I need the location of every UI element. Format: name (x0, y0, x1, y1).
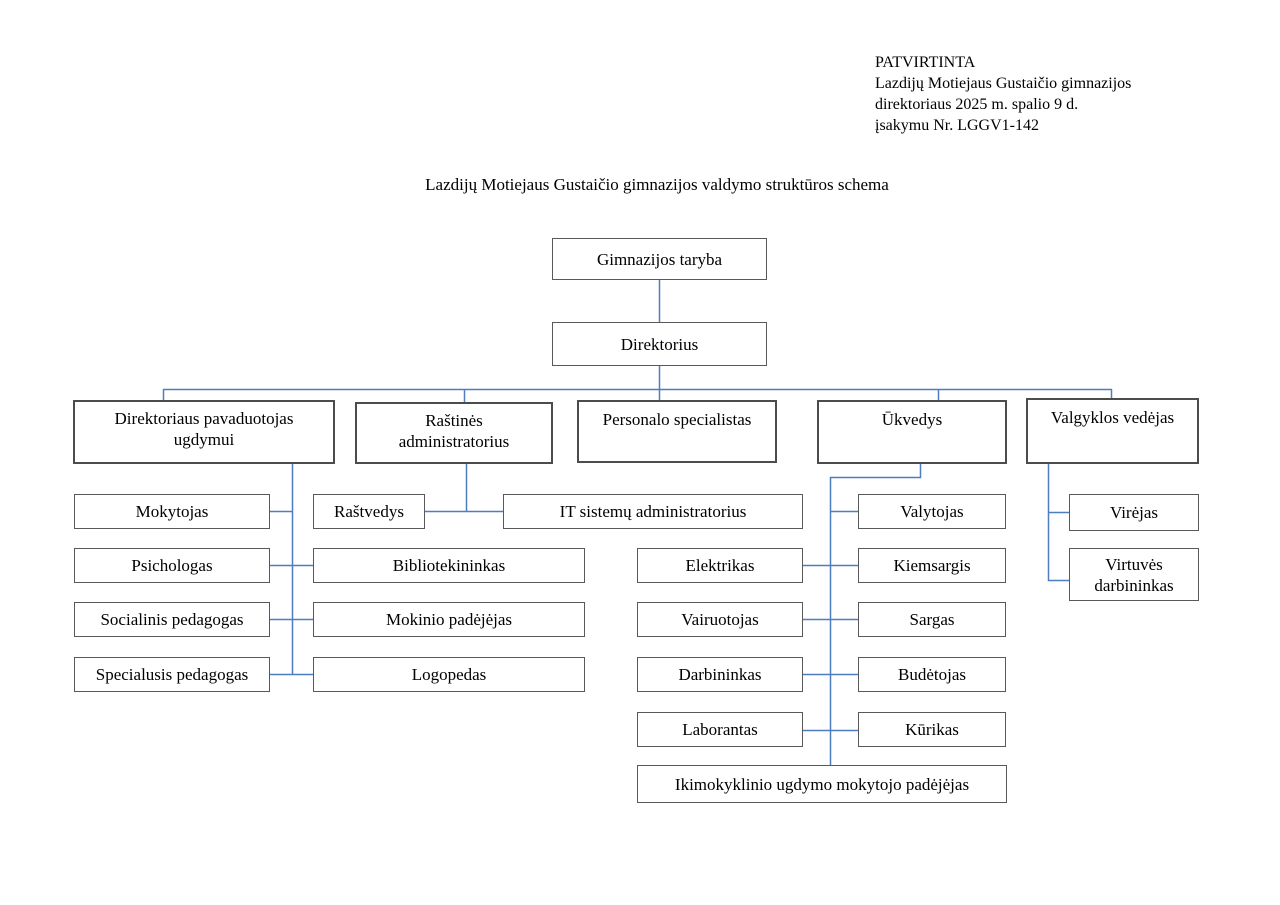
node-valgyklos-vedejas: Valgyklos vedėjas (1026, 398, 1199, 464)
diagram-title: Lazdijų Motiejaus Gustaičio gimnazijos v… (425, 175, 889, 194)
node-mokinio-padejejas: Mokinio padėjėjas (313, 602, 585, 637)
node-kurikas: Kūrikas (858, 712, 1006, 747)
node-ikimokyklinio-ugdymo-mokytojo-padejejas: Ikimokyklinio ugdymo mokytojo padėjėjas (637, 765, 1007, 803)
approval-block: PATVIRTINTA Lazdijų Motiejaus Gustaičio … (875, 52, 1131, 136)
node-logopedas: Logopedas (313, 657, 585, 692)
node-valytojas: Valytojas (858, 494, 1006, 529)
node-socialinis-pedagogas: Socialinis pedagogas (74, 602, 270, 637)
approval-line: Lazdijų Motiejaus Gustaičio gimnazijos (875, 75, 1132, 92)
node-bibliotekininkas: Bibliotekininkas (313, 548, 585, 583)
node-budetojas: Budėtojas (858, 657, 1006, 692)
node-rastvedys: Raštvedys (313, 494, 425, 529)
node-virtuves-darbininkas: Virtuvės darbininkas (1069, 548, 1199, 601)
node-personalo-specialistas: Personalo specialistas (577, 400, 777, 463)
node-darbininkas: Darbininkas (637, 657, 803, 692)
node-rastines-administratorius: Raštinės administratorius (355, 402, 553, 464)
node-mokytojas: Mokytojas (74, 494, 270, 529)
node-psichologas: Psichologas (74, 548, 270, 583)
node-kiemsargis: Kiemsargis (858, 548, 1006, 583)
node-elektrikas: Elektrikas (637, 548, 803, 583)
node-ukvedys: Ūkvedys (817, 400, 1007, 464)
approval-line: įsakymu Nr. LGGV1-142 (875, 117, 1039, 134)
node-it-sistemu-administratorius: IT sistemų administratorius (503, 494, 803, 529)
approval-line: PATVIRTINTA (875, 54, 976, 71)
approval-line: direktoriaus 2025 m. spalio 9 d. (875, 96, 1079, 113)
node-direktorius: Direktorius (552, 322, 767, 366)
node-specialusis-pedagogas: Specialusis pedagogas (74, 657, 270, 692)
node-gimnazijos-taryba: Gimnazijos taryba (552, 238, 767, 280)
node-vairuotojas: Vairuotojas (637, 602, 803, 637)
node-direktoriaus-pavaduotojas-ugdymui: Direktoriaus pavaduotojas ugdymui (73, 400, 335, 464)
node-laborantas: Laborantas (637, 712, 803, 747)
node-virejas: Virėjas (1069, 494, 1199, 531)
node-sargas: Sargas (858, 602, 1006, 637)
